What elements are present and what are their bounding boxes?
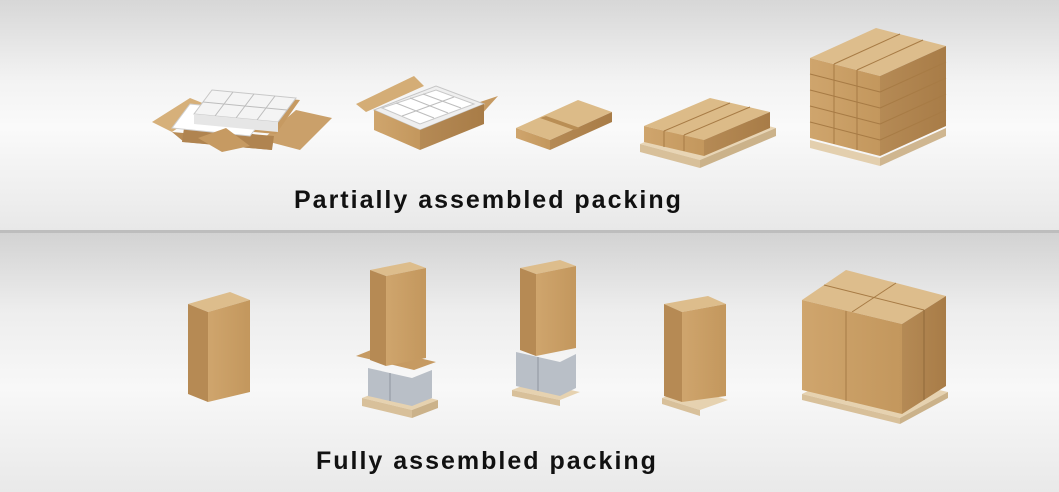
- stacked-pallet-load: [809, 28, 947, 166]
- panel-divider: [0, 230, 1059, 233]
- open-box-flaps-spread: [152, 89, 332, 152]
- box-on-pallet: [662, 296, 728, 416]
- open-box-flaps-up: [356, 76, 498, 150]
- box-on-cabinet: [512, 260, 580, 406]
- tall-box: [188, 292, 250, 402]
- partial-packing-caption: Partially assembled packing: [294, 186, 683, 214]
- four-boxes-on-pallet: [802, 270, 948, 424]
- box-over-cabinet: [356, 262, 438, 418]
- full-packing-caption: Fully assembled packing: [316, 447, 658, 475]
- flat-closed-box: [516, 100, 612, 150]
- boxes-on-pallet: [640, 98, 776, 168]
